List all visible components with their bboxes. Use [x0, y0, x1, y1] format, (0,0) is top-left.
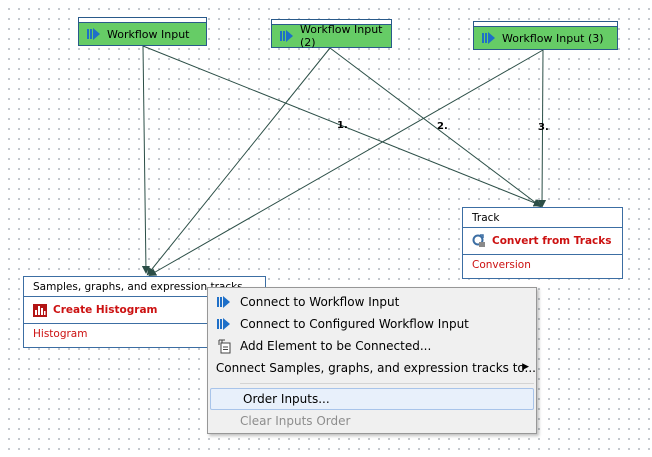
submenu-arrow-icon: ▶ [522, 362, 529, 372]
workflow-input-2-label: Workflow Input (2) [300, 23, 383, 49]
menu-item-label: Connect Samples, graphs, and expression … [215, 361, 536, 375]
menu-item-label: Add Element to be Connected... [240, 339, 432, 353]
histogram-output-channel[interactable]: Histogram [24, 324, 265, 344]
track-input-label: Track [472, 211, 500, 224]
workflow-input-arrow-icon [280, 30, 293, 42]
create-histogram-label: Create Histogram [53, 304, 158, 316]
menu-item-order-inputs[interactable]: Order Inputs... [210, 388, 534, 410]
menu-separator [240, 383, 534, 384]
histogram-input-label: Samples, graphs, and expression tracks [33, 280, 243, 293]
menu-item-connect-configured-input[interactable]: Connect to Configured Workflow Input [208, 313, 536, 335]
convert-from-tracks-tool[interactable]: Convert from Tracks [463, 228, 622, 255]
workflow-input-arrow-icon [217, 318, 230, 330]
conversion-output-label: Conversion [472, 259, 531, 271]
track-input-channel[interactable]: Track [463, 208, 622, 228]
workflow-input-1-label: Workflow Input [107, 27, 190, 41]
workflow-input-2-header [271, 19, 392, 24]
histogram-output-label: Histogram [33, 328, 88, 340]
edge-input2-to-track [329, 47, 542, 208]
workflow-input-1-body[interactable]: Workflow Input [78, 22, 207, 46]
workflow-input-3-body[interactable]: Workflow Input (3) [473, 26, 618, 50]
workflow-input-arrow-icon [87, 28, 100, 40]
convert-tracks-icon [472, 234, 485, 247]
menu-item-connect-workflow-input[interactable]: Connect to Workflow Input [208, 291, 536, 313]
menu-item-label: Order Inputs... [243, 392, 330, 406]
conversion-output-channel[interactable]: Conversion [463, 255, 622, 275]
workflow-input-3-label: Workflow Input (3) [502, 31, 604, 45]
menu-item-add-element[interactable]: Add Element to be Connected... [208, 335, 536, 357]
workflow-input-arrow-icon [217, 296, 230, 308]
histogram-icon [33, 303, 47, 317]
workflow-input-2[interactable]: Workflow Input (2) [271, 19, 392, 49]
workflow-input-3[interactable]: Workflow Input (3) [473, 21, 618, 50]
workflow-input-arrow-icon [482, 32, 495, 44]
menu-item-connect-samples-to[interactable]: Connect Samples, graphs, and expression … [208, 357, 536, 379]
edge-label-1: 1. [337, 120, 348, 131]
add-element-icon [218, 339, 230, 353]
workflow-input-1[interactable]: Workflow Input [78, 17, 207, 46]
menu-item-clear-inputs-order: Clear Inputs Order [208, 410, 536, 432]
context-menu: Connect to Workflow Input Connect to Con… [207, 287, 537, 434]
workflow-input-2-body[interactable]: Workflow Input (2) [271, 23, 392, 49]
create-histogram-tool[interactable]: Create Histogram [24, 297, 265, 324]
edge-input2-to-histogram [146, 47, 331, 276]
menu-item-label: Clear Inputs Order [240, 414, 351, 428]
edge-label-2: 2. [437, 121, 448, 132]
histogram-input-channel[interactable]: Samples, graphs, and expression tracks [24, 277, 265, 297]
workflow-input-1-header [78, 17, 207, 22]
edge-input1-to-histogram [141, 45, 150, 274]
menu-item-label: Connect to Configured Workflow Input [240, 317, 469, 331]
convert-from-tracks-label: Convert from Tracks [492, 235, 612, 247]
workflow-input-3-header [473, 21, 618, 26]
convert-from-tracks-element[interactable]: Track Convert from Tracks Conversion [462, 207, 623, 279]
edge-label-3: 3. [538, 122, 549, 133]
menu-item-label: Connect to Workflow Input [240, 295, 400, 309]
